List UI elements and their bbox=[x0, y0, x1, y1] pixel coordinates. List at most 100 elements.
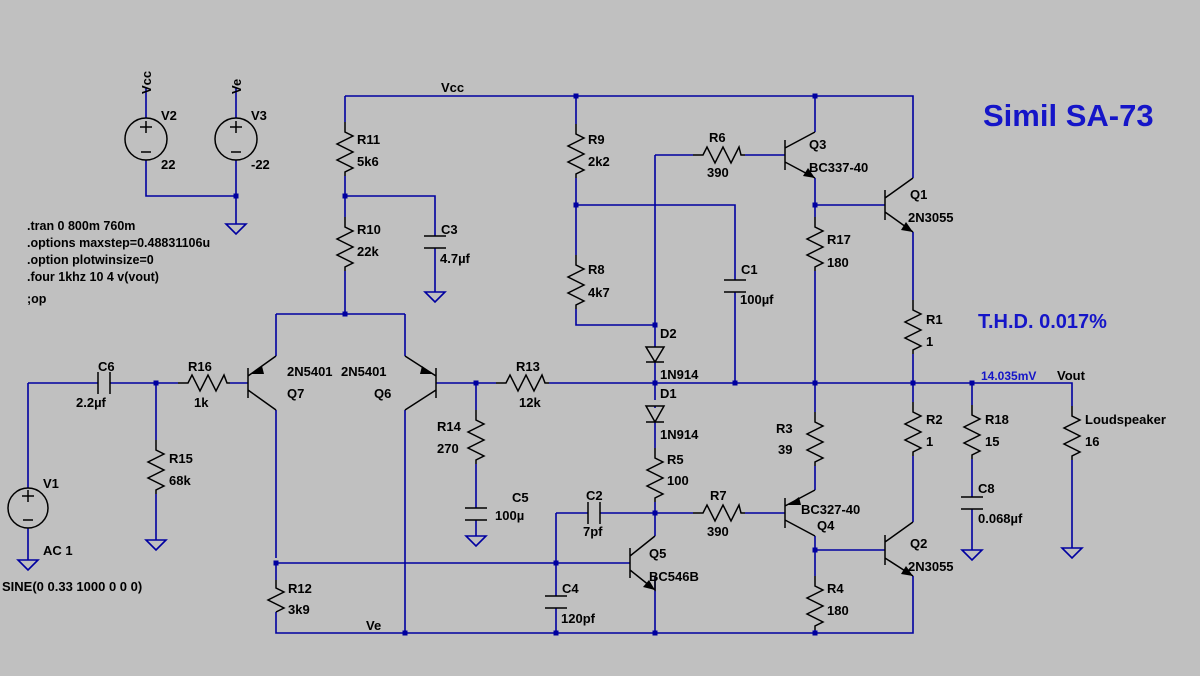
junction-dots bbox=[153, 93, 975, 636]
resistor-r9 bbox=[566, 124, 586, 178]
label-c3-value: 4.7µf bbox=[440, 251, 471, 266]
label-r17-value: 180 bbox=[827, 255, 849, 270]
label-q6-name: Q6 bbox=[374, 386, 391, 401]
transistor-q2 bbox=[884, 521, 914, 577]
net-label-vcc-rail: Vcc bbox=[441, 80, 464, 95]
label-r15-name: R15 bbox=[169, 451, 193, 466]
resistor-r8 bbox=[566, 255, 586, 309]
resistor-r2 bbox=[903, 402, 923, 456]
resistor-r12 bbox=[266, 580, 286, 613]
capacitor-c5 bbox=[465, 507, 487, 521]
transistor-q3 bbox=[784, 131, 816, 179]
label-q5-name: Q5 bbox=[649, 546, 666, 561]
net-label-vout: Vout bbox=[1057, 368, 1086, 383]
label-r1-value: 1 bbox=[926, 334, 933, 349]
label-q4-model: BC327-40 bbox=[801, 502, 860, 517]
label-r6-name: R6 bbox=[709, 130, 726, 145]
label-r18-value: 15 bbox=[985, 434, 999, 449]
net-flags bbox=[145, 88, 237, 96]
label-r8-name: R8 bbox=[588, 262, 605, 277]
label-v1-name: V1 bbox=[43, 476, 59, 491]
label-r12-value: 3k9 bbox=[288, 602, 310, 617]
label-r15-value: 68k bbox=[169, 473, 191, 488]
transistor-q1 bbox=[884, 177, 914, 233]
label-c4-name: C4 bbox=[562, 581, 579, 596]
diode-d1 bbox=[644, 405, 666, 424]
label-c5-value: 100µ bbox=[495, 508, 524, 523]
capacitor-c3 bbox=[424, 235, 446, 249]
label-q2-name: Q2 bbox=[910, 536, 927, 551]
label-q1-model: 2N3055 bbox=[908, 210, 954, 225]
resistor-r6 bbox=[693, 144, 745, 165]
label-c6-name: C6 bbox=[98, 359, 115, 374]
label-r11-name: R11 bbox=[357, 132, 380, 147]
label-r16-name: R16 bbox=[188, 359, 212, 374]
label-r7-value: 390 bbox=[707, 524, 729, 539]
label-q5-model: BC546B bbox=[649, 569, 699, 584]
diode-d2 bbox=[644, 346, 666, 364]
label-v2-name: V2 bbox=[161, 108, 177, 123]
label-c6-value: 2.2µf bbox=[76, 395, 107, 410]
thd-readout: T.H.D. 0.017% bbox=[978, 311, 1107, 333]
capacitor-c2 bbox=[587, 502, 601, 524]
resistor-r13 bbox=[496, 373, 549, 393]
label-r3-value: 39 bbox=[778, 442, 792, 457]
net-flag-vcc-v2: Vcc bbox=[139, 71, 154, 94]
label-r10-name: R10 bbox=[357, 222, 381, 237]
capacitor-c4 bbox=[545, 595, 567, 609]
label-r13-value: 12k bbox=[519, 395, 541, 410]
label-c5-name: C5 bbox=[512, 490, 529, 505]
directive-four: .four 1khz 10 4 v(vout) bbox=[27, 270, 159, 284]
label-r5-name: R5 bbox=[667, 452, 684, 467]
label-d2-name: D2 bbox=[660, 326, 677, 341]
label-r10-value: 22k bbox=[357, 244, 379, 259]
label-r9-name: R9 bbox=[588, 132, 605, 147]
resistor-r15 bbox=[146, 440, 166, 494]
label-loudspeaker-value: 16 bbox=[1085, 434, 1099, 449]
resistor-r16 bbox=[178, 373, 230, 393]
label-c3-name: C3 bbox=[441, 222, 458, 237]
resistor-loudspeaker bbox=[1062, 406, 1082, 460]
label-r14-value: 270 bbox=[437, 441, 459, 456]
label-q4-name: Q4 bbox=[817, 518, 835, 533]
label-r18-name: R18 bbox=[985, 412, 1009, 427]
label-r4-value: 180 bbox=[827, 603, 849, 618]
resistor-r11 bbox=[335, 122, 355, 176]
label-c8-name: C8 bbox=[978, 481, 995, 496]
capacitor-c8 bbox=[961, 496, 983, 510]
label-r7-name: R7 bbox=[710, 488, 727, 503]
resistor-r3 bbox=[805, 412, 825, 466]
label-c8-value: 0.068µf bbox=[978, 511, 1023, 526]
label-r6-value: 390 bbox=[707, 165, 729, 180]
label-v3-name: V3 bbox=[251, 108, 267, 123]
net-label-ve-rail: Ve bbox=[366, 618, 381, 633]
label-c2-value: 7pf bbox=[583, 524, 603, 539]
resistor-r4 bbox=[805, 576, 825, 630]
label-r5-value: 100 bbox=[667, 473, 689, 488]
label-r3-name: R3 bbox=[776, 421, 793, 436]
label-v1-value: AC 1 bbox=[43, 543, 73, 558]
label-q6-model: 2N5401 bbox=[341, 364, 387, 379]
label-r2-value: 1 bbox=[926, 434, 933, 449]
resistor-r10 bbox=[335, 217, 355, 271]
schematic-title: Simil SA-73 bbox=[983, 98, 1154, 133]
resistor-r5 bbox=[645, 448, 665, 502]
net-flag-ve-v3: Ve bbox=[229, 79, 244, 94]
wires bbox=[27, 95, 1073, 634]
label-c1-name: C1 bbox=[741, 262, 758, 277]
voltage-source-v2 bbox=[124, 117, 168, 161]
label-c1-value: 100µf bbox=[740, 292, 774, 307]
label-c4-value: 120pf bbox=[561, 611, 596, 626]
label-r2-name: R2 bbox=[926, 412, 943, 427]
directive-option-plotwinsize: .option plotwinsize=0 bbox=[27, 253, 154, 267]
label-v3-value: -22 bbox=[251, 157, 270, 172]
label-d1-name: D1 bbox=[660, 386, 677, 401]
label-r11-value: 5k6 bbox=[357, 154, 379, 169]
resistor-r17 bbox=[805, 217, 825, 271]
probe-voltage-label: 14.035mV bbox=[981, 369, 1036, 383]
label-c2-name: C2 bbox=[586, 488, 603, 503]
resistor-r7 bbox=[693, 502, 745, 523]
label-r14-name: R14 bbox=[437, 419, 462, 434]
transistor-q5 bbox=[629, 535, 656, 592]
